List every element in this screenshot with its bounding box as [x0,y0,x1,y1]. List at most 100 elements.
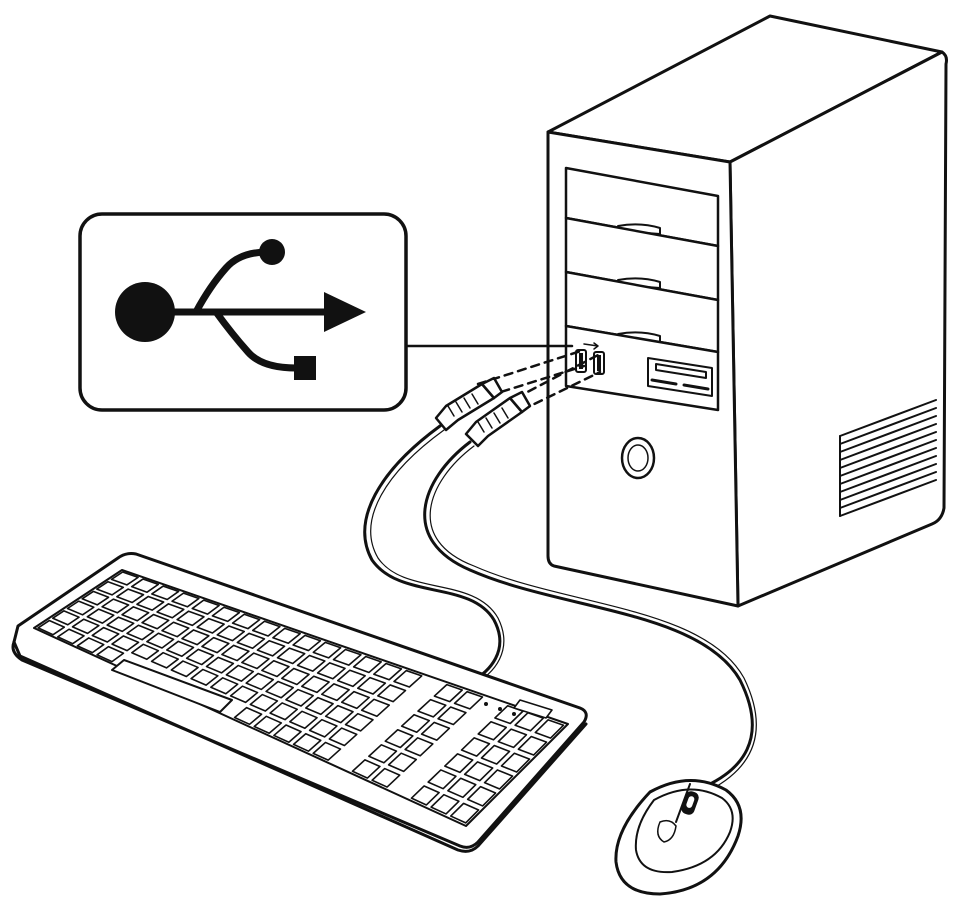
keyboard-key [292,634,322,652]
usb-port-mini-icon [583,342,599,350]
keyboard-key [289,710,318,730]
keyboard-key [483,769,514,790]
keyboard-key [141,613,170,630]
keyboard-key [165,640,195,658]
mouse-usb-plug [464,390,532,448]
keyboard-key [453,690,484,710]
keyboard-key [111,635,140,652]
keyboard-key [393,669,423,688]
keyboard-key [269,702,299,721]
keyboard-key [225,664,255,682]
tower-side-face [728,50,948,608]
keyboard [11,552,588,853]
keyboard-key [146,632,175,649]
keyboard-key [417,698,447,718]
dashed-guide-mouse [514,352,602,400]
keyboard-key [106,616,135,633]
keyboard-key [404,737,434,757]
keyboard-key [71,618,100,635]
keyboard-key [76,637,105,654]
keyboard-key [253,715,283,735]
keyboard-key [86,608,115,624]
keyboard-key [344,712,374,732]
keyboard-key [150,651,180,669]
keyboard-key [126,624,155,641]
mouse-side-grip [657,819,677,843]
keyboard-key [231,613,261,630]
keyboard-key [466,785,497,807]
keyboard-key [216,625,246,642]
keyboard-key [368,744,398,764]
keyboard-key [265,680,295,699]
keyboard-key [534,719,565,739]
keyboard-key [272,627,301,645]
keyboard-key [308,718,338,738]
keyboard-key [116,588,145,604]
mouse-cable-inner [429,445,757,791]
keyboard-usb-plug [434,376,504,432]
keyboard-key [96,645,125,663]
keyboard-key [151,585,180,601]
keyboard-key [276,647,306,665]
keyboard-key [410,785,440,806]
power-button [620,436,656,480]
keyboard-key [371,767,401,788]
mouse-scroll-wheel [681,791,699,815]
keyboard-brand-plate [513,699,553,719]
keyboard-key [81,590,110,606]
keyboard-key [251,620,281,637]
keyboard-key [221,644,250,662]
keyboard-key [351,759,381,779]
keyboard-key [420,721,451,741]
keyboard-key [66,600,95,616]
keyboard-key [170,660,199,678]
keyboard-key [171,592,200,608]
keyboard-key [185,648,215,666]
keyboard-key [281,667,310,686]
keyboard-key [245,672,275,691]
keyboard-key [324,704,354,724]
keyboard-key [176,610,205,627]
keyboard-key [352,655,382,674]
mouse-cable [423,440,754,788]
keyboard-key [360,698,391,718]
keyboard-spacebar [111,659,233,713]
keyboard-key [400,713,431,734]
keyboard-key [201,636,230,654]
keyboard-key [320,683,350,702]
usb-callout [78,212,574,412]
card-reader [647,357,713,397]
keyboard-key [181,629,210,646]
keyboard-key [211,606,241,623]
keyboard-key [480,744,511,765]
keyboard-key [37,619,66,636]
keyboard-key [96,580,125,596]
keyboard-key [91,626,120,643]
keyboard-front-edge [12,640,588,853]
keyboard-key [210,677,239,695]
keyboard-key [136,595,165,611]
keyboard-key [356,676,387,695]
keyboard-key [261,659,290,678]
keyboard-key [56,628,85,645]
keyboard-key [517,735,548,756]
keyboard-key [190,668,219,686]
keyboard-key [229,685,259,704]
keyboard-key [444,753,474,774]
keyboard-key [205,656,235,674]
keyboard-key [447,777,477,799]
keyboard-cable [363,424,502,684]
keyboard-key [110,571,139,586]
computer-tower [546,14,948,608]
keyboard-key [101,598,130,614]
drive-bays [564,166,720,354]
keyboard-key [161,621,190,638]
usb-plug-guides [476,348,602,412]
side-vents [839,399,937,517]
keyboard-key [433,683,464,703]
keyboard-key [233,706,263,726]
keyboard-key [292,732,322,753]
keyboard-status-leds [484,702,516,716]
keyboard-key [427,769,457,790]
keyboard-key [273,724,302,744]
